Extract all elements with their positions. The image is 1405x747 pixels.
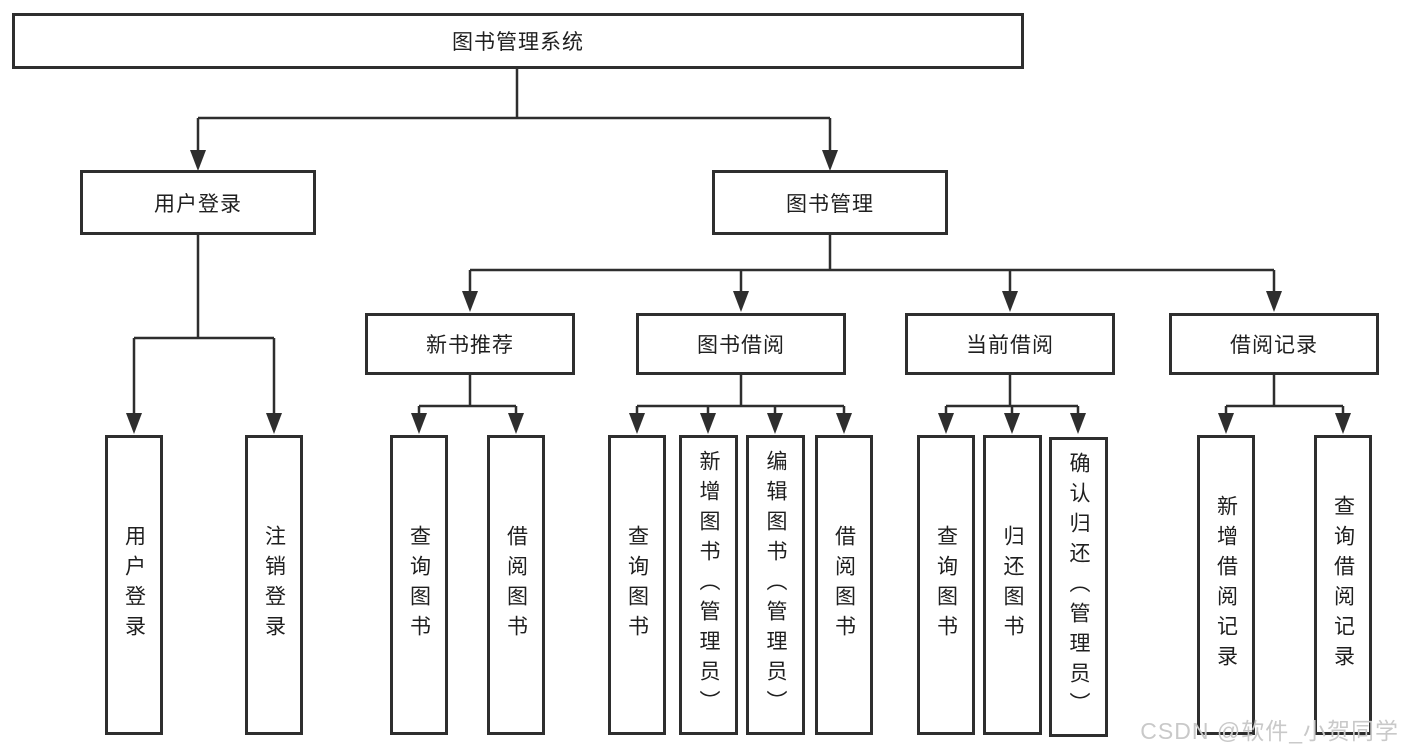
leaf-borrow-borrow-books: 借阅图书 bbox=[815, 435, 873, 735]
node-root: 图书管理系统 bbox=[12, 13, 1024, 69]
arrowheads bbox=[126, 150, 1351, 434]
node-borrowing-records: 借阅记录 bbox=[1169, 313, 1379, 375]
leaf-records-add-record: 新增借阅记录 bbox=[1197, 435, 1255, 735]
leaf-borrow-edit-books-admin: 编辑图书（管理员） bbox=[746, 435, 805, 735]
leaf-recommend-query-books: 查询图书 bbox=[390, 435, 448, 735]
leaf-records-query-record: 查询借阅记录 bbox=[1314, 435, 1372, 735]
leaf-recommend-borrow-books: 借阅图书 bbox=[487, 435, 545, 735]
leaf-current-return-books: 归还图书 bbox=[983, 435, 1042, 735]
node-book-borrowing: 图书借阅 bbox=[636, 313, 846, 375]
leaf-borrow-add-books-admin: 新增图书（管理员） bbox=[679, 435, 738, 735]
leaf-current-query-books: 查询图书 bbox=[917, 435, 975, 735]
leaf-user-login: 用户登录 bbox=[105, 435, 163, 735]
node-user-login: 用户登录 bbox=[80, 170, 316, 235]
node-book-management: 图书管理 bbox=[712, 170, 948, 235]
node-new-book-recommendation: 新书推荐 bbox=[365, 313, 575, 375]
leaf-borrow-query-books: 查询图书 bbox=[608, 435, 666, 735]
watermark: CSDN @软件_小贺同学 bbox=[1140, 718, 1399, 744]
leaf-logout: 注销登录 bbox=[245, 435, 303, 735]
node-current-borrowing: 当前借阅 bbox=[905, 313, 1115, 375]
leaf-current-confirm-return-admin: 确认归还（管理员） bbox=[1049, 437, 1108, 737]
